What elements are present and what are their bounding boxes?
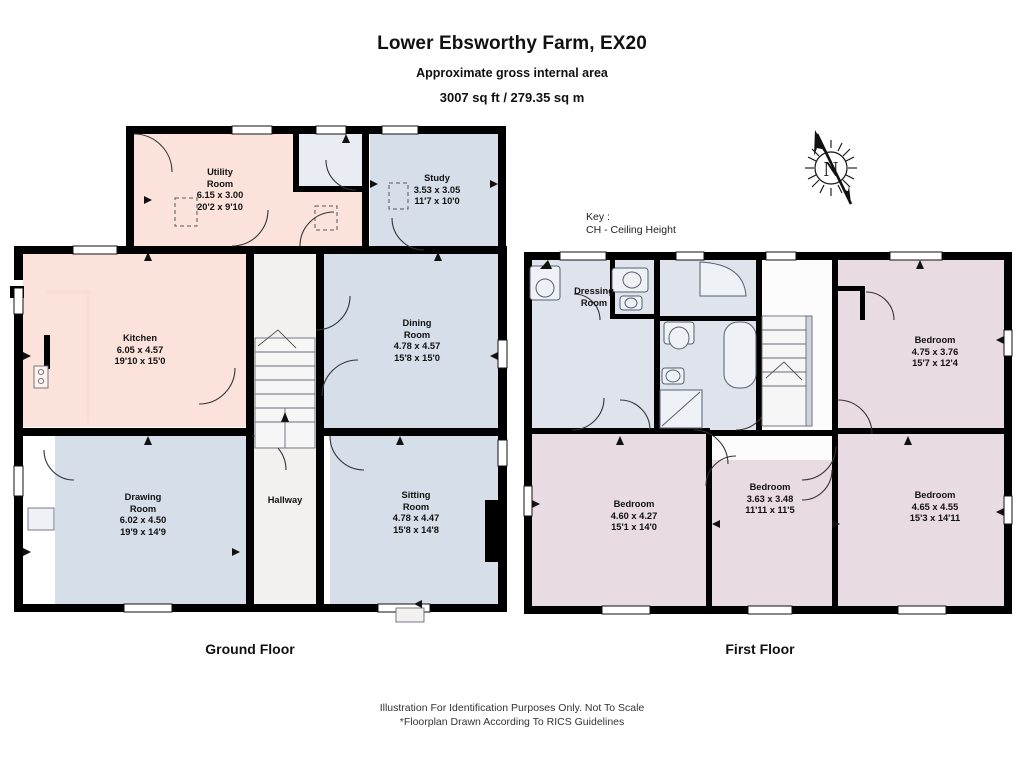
dining-name-line2: Room <box>403 329 431 340</box>
kitchen-name: Kitchen <box>122 333 158 343</box>
footer-disclaimer-line1: Illustration For Identification Purposes… <box>379 702 645 714</box>
bedroom3-metric: 3.63 x 3.48 <box>746 493 794 504</box>
bedroom4-fill <box>838 432 1006 608</box>
room-label-dressing-room: Dressing Room <box>546 286 642 309</box>
bedroom1-fill <box>838 258 1006 430</box>
room-label-hallway: Hallway <box>230 495 340 507</box>
room-label-bedroom-1: Bedroom 4.75 x 3.76 15'7 x 12'4 <box>880 335 990 370</box>
dressing-name-line2: Room <box>580 297 608 308</box>
kitchen-metric: 6.05 x 4.57 <box>116 344 164 355</box>
dining-room-fill <box>322 252 502 430</box>
room-label-bedroom-4: Bedroom 4.65 x 4.55 15'3 x 14'11 <box>880 490 990 525</box>
bedroom4-imperial: 15'3 x 14'11 <box>909 513 961 524</box>
bedroom3-imperial: 11'11 x 11'5 <box>745 505 795 516</box>
bathroom-fixtures <box>529 261 757 429</box>
room-label-bedroom-2: Bedroom 4.60 x 4.27 15'1 x 14'0 <box>579 499 689 534</box>
dining-metric: 4.78 x 4.57 <box>393 341 441 352</box>
room-label-kitchen: Kitchen 6.05 x 4.57 19'10 x 15'0 <box>85 333 195 368</box>
first-floor-label: First Floor <box>725 641 795 657</box>
legend-entry-ceiling-height: CH - Ceiling Height <box>586 224 676 236</box>
bedroom3-fill <box>712 460 836 608</box>
study-metric: 3.53 x 3.05 <box>413 184 461 195</box>
bedroom2-name: Bedroom <box>613 499 655 509</box>
gf-ceiling-height-markers <box>23 134 498 608</box>
drawing-imperial: 19'9 x 14'9 <box>120 526 166 537</box>
bedroom3-name: Bedroom <box>749 482 791 492</box>
sitting-room-fill <box>330 435 502 608</box>
kitchen-fittings <box>33 290 91 423</box>
study-fill <box>370 130 502 248</box>
ff-staircase <box>761 315 813 427</box>
ff-landing-lower-fill <box>712 432 836 460</box>
gf-stair-direction-arrow <box>281 412 289 422</box>
utility-name-line1: Utility <box>207 167 233 177</box>
utility-name-line2: Room <box>206 178 234 189</box>
dining-imperial: 15'8 x 15'0 <box>394 352 440 363</box>
room-label-utility-room: Utility Room 6.15 x 3.00 20'2 x 9'10 <box>160 167 280 213</box>
dining-name-line1: Dining <box>402 318 432 328</box>
room-label-bedroom-3: Bedroom 3.63 x 3.48 11'11 x 11'5 <box>715 482 825 517</box>
bedroom4-name: Bedroom <box>914 490 956 500</box>
bedroom2-imperial: 15'1 x 14'0 <box>611 522 657 533</box>
bedroom2-fill <box>530 432 710 608</box>
drawing-name-line1: Drawing <box>124 492 162 502</box>
gross-area-value: 3007 sq ft / 279.35 sq m <box>439 90 585 105</box>
room-label-study: Study 3.53 x 3.05 11'7 x 10'0 <box>392 173 482 208</box>
legend-heading: Key : <box>586 211 610 223</box>
drawing-metric: 6.02 x 4.50 <box>119 515 167 526</box>
bedroom2-metric: 4.60 x 4.27 <box>610 510 658 521</box>
sitting-name-line1: Sitting <box>401 490 431 500</box>
ff-ceiling-height-markers <box>532 260 1004 528</box>
sitting-imperial: 15'8 x 14'8 <box>393 524 439 535</box>
study-name: Study <box>424 173 450 183</box>
bedroom1-metric: 4.75 x 3.76 <box>911 346 959 357</box>
gf-wc-fill <box>297 132 363 190</box>
area-subtitle: Approximate gross internal area <box>416 66 608 80</box>
kitchen-imperial: 19'10 x 15'0 <box>114 356 166 367</box>
ff-door-swings <box>571 291 895 501</box>
study-imperial: 11'7 x 10'0 <box>414 196 460 207</box>
sitting-name-line2: Room <box>402 501 430 512</box>
utility-metric: 6.15 x 3.00 <box>196 190 244 201</box>
utility-imperial: 20'2 x 9'10 <box>197 201 243 212</box>
room-label-drawing-room: Drawing Room 6.02 x 4.50 19'9 x 14'9 <box>88 492 198 538</box>
compass-north-letter: N <box>823 157 838 181</box>
bedroom4-metric: 4.65 x 4.55 <box>911 501 959 512</box>
room-label-sitting-room: Sitting Room 4.78 x 4.47 15'8 x 14'8 <box>361 490 471 536</box>
drawing-room-fill <box>55 435 247 608</box>
footer-disclaimer-line2: *Floorplan Drawn According To RICS Guide… <box>399 716 625 728</box>
page-title: Lower Ebsworthy Farm, EX20 <box>377 33 647 54</box>
gf-feature-markers <box>174 182 409 231</box>
hallway-name: Hallway <box>267 495 303 505</box>
drawing-name-line2: Room <box>129 503 157 514</box>
gf-door-swings <box>43 133 425 481</box>
ff-windows <box>523 251 1013 615</box>
compass-rose-icon: N <box>793 126 869 210</box>
bedroom1-name: Bedroom <box>914 335 956 345</box>
gf-fireplace-fittings <box>27 507 425 623</box>
legend-key: Key : CH - Ceiling Height <box>586 211 676 237</box>
ground-floor-label: Ground Floor <box>205 641 295 657</box>
dressing-name-line1: Dressing <box>574 286 614 296</box>
sitting-metric: 4.78 x 4.47 <box>392 513 440 524</box>
bedroom1-imperial: 15'7 x 12'4 <box>912 358 958 369</box>
room-label-dining-room: Dining Room 4.78 x 4.57 15'8 x 15'0 <box>362 318 472 364</box>
